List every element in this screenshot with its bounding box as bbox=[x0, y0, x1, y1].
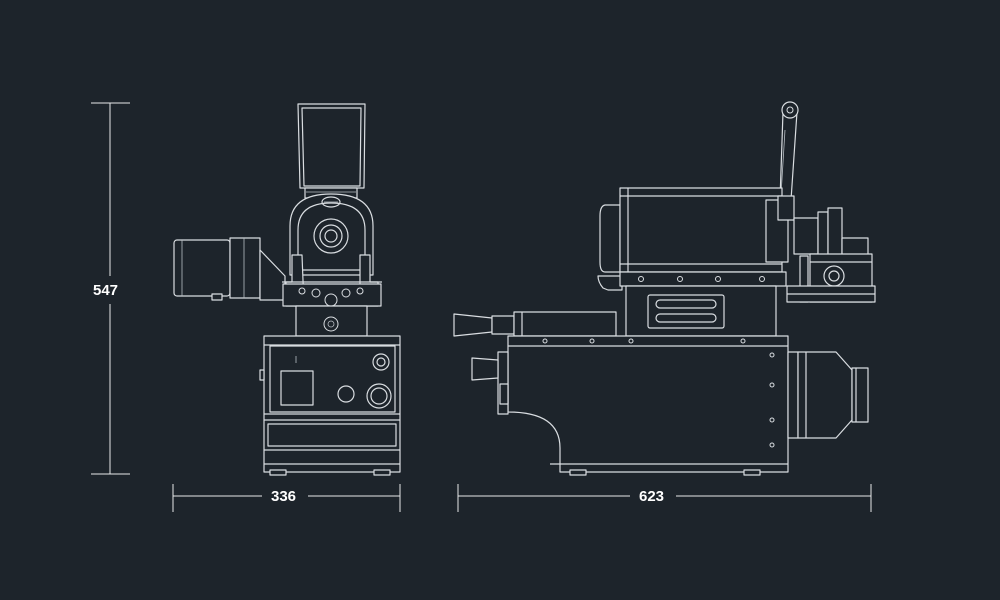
side-view bbox=[453, 101, 876, 476]
drum bbox=[597, 187, 795, 291]
exhaust bbox=[787, 351, 869, 439]
lever bbox=[779, 101, 799, 201]
front-view bbox=[173, 103, 401, 476]
front-width-label: 336 bbox=[271, 488, 297, 505]
front-base bbox=[259, 335, 401, 476]
brackets bbox=[282, 254, 382, 337]
motor bbox=[173, 237, 286, 301]
drum-housing bbox=[289, 193, 374, 276]
cooling-assembly bbox=[786, 207, 876, 303]
side-width-label: 623 bbox=[639, 488, 665, 505]
side-width-dimension-line bbox=[457, 484, 872, 512]
drum-plate bbox=[619, 271, 787, 337]
side-base bbox=[471, 335, 789, 476]
height-dimension-line bbox=[91, 102, 130, 475]
height-label: 547 bbox=[93, 282, 119, 299]
nozzle bbox=[453, 311, 617, 337]
hopper bbox=[297, 103, 366, 199]
front-width-dimension-line bbox=[172, 484, 401, 512]
